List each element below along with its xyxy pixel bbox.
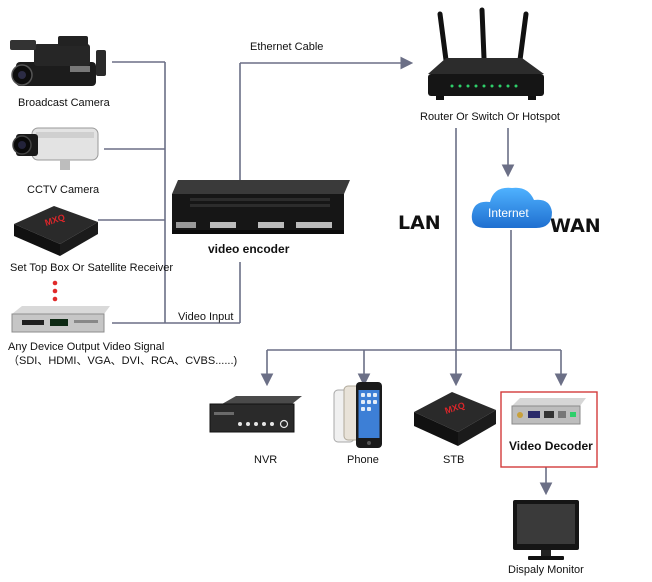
display-monitor-icon bbox=[513, 500, 579, 560]
more-devices-dots bbox=[52, 280, 58, 302]
cctv-camera-label: CCTV Camera bbox=[27, 184, 100, 196]
video-decoder-label: Video Decoder bbox=[509, 439, 593, 453]
lan-label: LAN bbox=[398, 212, 441, 234]
internet-cloud-icon bbox=[471, 187, 552, 228]
video-decoder-highlight-box bbox=[500, 391, 598, 468]
set-top-box-label: Set Top Box Or Satellite Receiver bbox=[10, 262, 173, 274]
nvr-label: NVR bbox=[254, 454, 277, 466]
internet-label: Internet bbox=[488, 206, 529, 220]
stb-icon: MXQ bbox=[414, 392, 496, 446]
broadcast-camera-label: Broadcast Camera bbox=[18, 97, 111, 109]
display-monitor-label: Dispaly Monitor bbox=[508, 564, 584, 576]
any-device-signals-label: （SDI、HDMI、VGA、DVI、RCA、CVBS......) bbox=[8, 354, 237, 367]
phone-label: Phone bbox=[347, 454, 379, 466]
dvd-player-icon bbox=[11, 306, 110, 333]
stb-label: STB bbox=[443, 454, 464, 466]
video-input-label: Video Input bbox=[178, 311, 233, 323]
video-encoder-icon bbox=[172, 180, 350, 234]
wan-label: WAN bbox=[550, 215, 601, 237]
router-icon bbox=[428, 7, 544, 100]
broadcast-camera-icon bbox=[10, 36, 106, 86]
ethernet-cable-label: Ethernet Cable bbox=[250, 41, 323, 53]
cctv-camera-icon bbox=[12, 127, 99, 170]
phone-icon bbox=[333, 382, 382, 448]
video-decoder-icon bbox=[511, 398, 586, 425]
any-device-label: Any Device Output Video Signal bbox=[8, 341, 164, 353]
set-top-box-icon: MXQ bbox=[14, 206, 98, 256]
router-label: Router Or Switch Or Hotspot bbox=[420, 111, 560, 123]
connection-lines bbox=[98, 56, 568, 496]
nvr-icon bbox=[209, 396, 302, 433]
video-encoder-label: video encoder bbox=[208, 242, 290, 256]
